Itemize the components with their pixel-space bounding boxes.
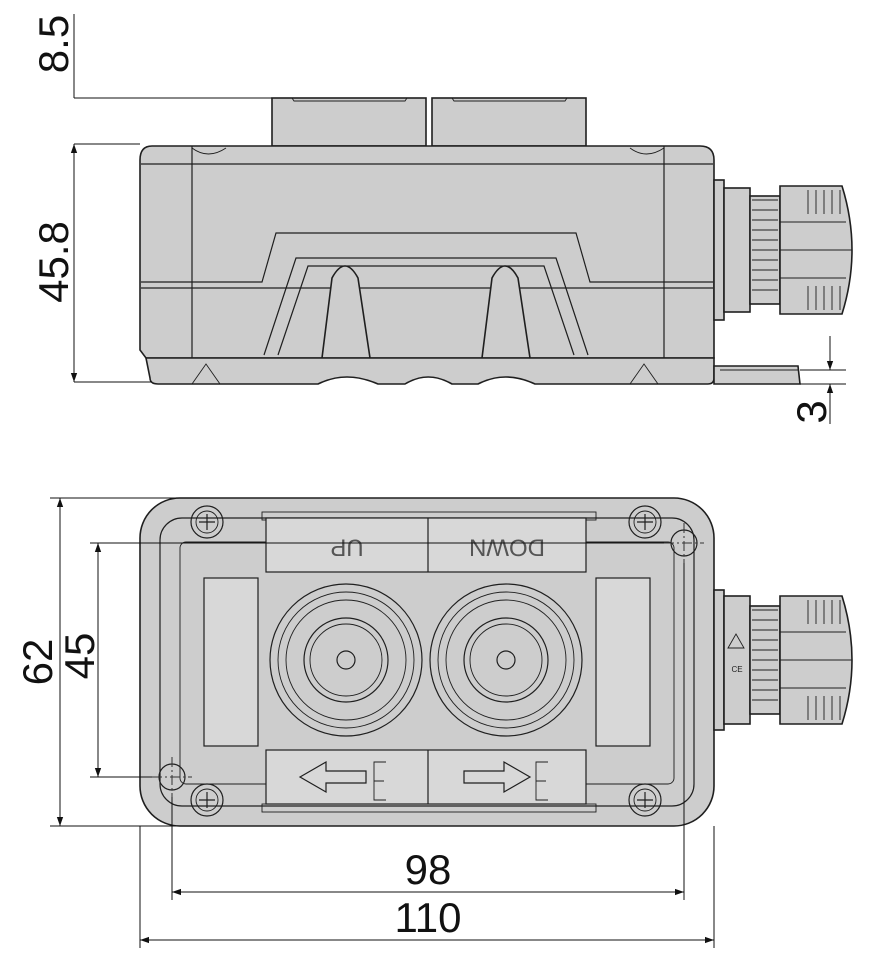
cable-gland-side [713, 179, 853, 321]
e-mark-left-icon [373, 761, 386, 801]
screw-bottom-right-icon [628, 783, 662, 817]
dim-top-cap-height: 8.5 [30, 15, 77, 73]
e-mark-right-icon [535, 761, 548, 801]
label-plate-bottom [261, 749, 597, 813]
front-view: UP DOWN [14, 497, 853, 948]
button-cap-right [431, 97, 587, 147]
side-plate-left [203, 577, 259, 747]
dimension-hole-spacing-horizontal: 98 [171, 563, 685, 900]
side-view: 8.5 45.8 3 [30, 14, 853, 424]
dim-body-height: 45.8 [30, 221, 77, 303]
housing-side [139, 145, 715, 359]
pushbutton-right [429, 583, 583, 737]
pushbutton-left [269, 583, 423, 737]
screw-top-right-icon [628, 505, 662, 539]
dimension-vertical-side: 8.5 45.8 [30, 14, 272, 383]
mount-hole-bottom-left-icon [152, 757, 192, 797]
side-plate-right [595, 577, 651, 747]
dim-overall-height: 62 [14, 639, 61, 686]
screw-bottom-left-icon [190, 783, 224, 817]
dim-overall-width: 110 [395, 894, 462, 941]
up-label: UP [330, 534, 363, 561]
housing-base [145, 357, 715, 385]
mounting-foot [713, 365, 801, 385]
cable-gland-front: CE [713, 589, 853, 731]
svg-text:CE: CE [731, 665, 742, 674]
dim-foot-height: 3 [788, 400, 835, 423]
dimension-foot: 3 [788, 336, 846, 424]
arrow-right-icon [463, 760, 532, 794]
arrow-left-icon [298, 760, 367, 794]
dimension-overall-height: 62 [14, 497, 200, 827]
screw-top-left-icon [190, 505, 224, 539]
mount-hole-top-right-icon [664, 523, 704, 563]
down-label: DOWN [469, 534, 545, 561]
dimension-hole-spacing-vertical: 45 [56, 542, 664, 778]
label-plate-top: UP DOWN [261, 511, 597, 573]
button-cap-left [271, 97, 427, 147]
dim-hole-spacing-horizontal: 98 [405, 846, 452, 893]
dim-hole-spacing-vertical: 45 [56, 633, 103, 680]
dimension-overall-width: 110 [139, 826, 715, 948]
